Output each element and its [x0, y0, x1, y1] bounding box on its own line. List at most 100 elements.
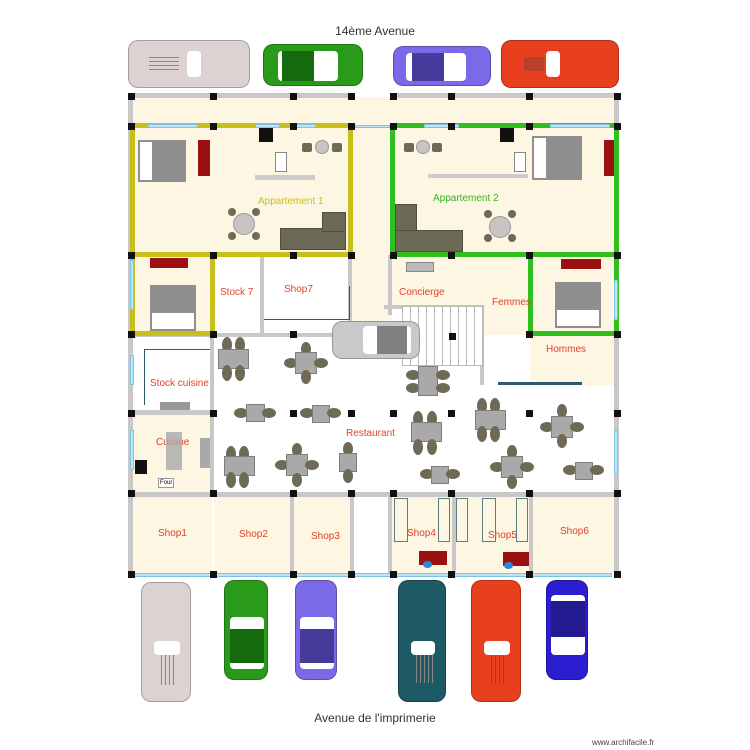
post: [390, 571, 397, 578]
car-bottom-1: [141, 582, 191, 702]
window: [130, 430, 134, 470]
wall: [290, 495, 294, 575]
chair: [332, 143, 342, 152]
post: [526, 490, 533, 497]
car-bottom-6: [546, 580, 588, 680]
chair: [508, 234, 516, 242]
wall: [529, 495, 533, 575]
chair: [477, 426, 487, 442]
chair: [520, 462, 534, 472]
post: [128, 490, 135, 497]
post: [210, 123, 217, 130]
chair: [305, 460, 319, 470]
post: [526, 93, 533, 100]
post: [210, 571, 217, 578]
chair: [404, 143, 414, 152]
post: [448, 123, 455, 130]
chair: [507, 475, 517, 489]
wall: [388, 255, 392, 315]
chair: [432, 143, 442, 152]
post: [290, 410, 297, 417]
bed: [555, 282, 601, 328]
shelf: [482, 498, 496, 542]
post: [128, 331, 135, 338]
sink-icon: [514, 152, 526, 172]
wall: [128, 93, 354, 98]
post: [526, 252, 533, 259]
chair: [484, 234, 492, 242]
chair-icon: [504, 562, 513, 569]
car-bottom-2: [224, 580, 268, 680]
apartment-2-wall: [390, 123, 618, 128]
hommes-room: [530, 335, 614, 385]
wardrobe: [561, 259, 601, 269]
wardrobe: [150, 258, 188, 268]
top-corridor-right: [392, 97, 614, 125]
chair: [490, 398, 500, 414]
post: [390, 490, 397, 497]
car-top-1: [128, 40, 250, 88]
apartment-2-wall: [390, 252, 618, 257]
post: [210, 490, 217, 497]
car-inside: [332, 321, 420, 359]
dining-table: [315, 140, 329, 154]
hommes-counter: [498, 382, 582, 385]
post: [526, 331, 533, 338]
post: [210, 410, 217, 417]
window: [614, 280, 618, 320]
counter: [255, 175, 315, 180]
post: [348, 490, 355, 497]
chair: [235, 337, 245, 353]
car-top-4: [501, 40, 619, 88]
window: [132, 573, 612, 577]
chair: [234, 408, 248, 418]
shelf: [394, 498, 408, 542]
post: [210, 252, 217, 259]
window: [354, 125, 390, 128]
restaurant-table: [418, 366, 438, 396]
wall: [210, 255, 214, 495]
chair: [275, 460, 289, 470]
chair: [427, 411, 437, 427]
post: [390, 252, 397, 259]
car-bottom-4: [398, 580, 446, 702]
post: [128, 123, 135, 130]
post: [448, 571, 455, 578]
dining-table: [416, 140, 430, 154]
shop3-room: [294, 495, 352, 573]
wall: [452, 495, 456, 575]
post: [290, 490, 297, 497]
chair: [262, 408, 276, 418]
stove-icon: [259, 128, 273, 142]
chair: [222, 365, 232, 381]
chair: [563, 465, 577, 475]
chair: [300, 408, 314, 418]
restaurant-label: Restaurant: [346, 428, 395, 439]
round-table: [489, 216, 511, 238]
post: [614, 123, 621, 130]
wall: [128, 410, 214, 415]
post: [526, 410, 533, 417]
chair: [427, 439, 437, 455]
chair: [484, 210, 492, 218]
wall: [350, 495, 354, 575]
post: [290, 123, 297, 130]
post: [614, 571, 621, 578]
post: [128, 252, 135, 259]
stock-7-label: Stock 7: [220, 287, 254, 298]
top-corridor-left: [132, 97, 352, 125]
chair: [327, 408, 341, 418]
shelf: [456, 498, 468, 542]
shop7-counter: [264, 286, 350, 320]
bottom-street-label: Avenue de l'imprimerie: [314, 711, 436, 725]
chair: [343, 442, 353, 456]
femmes-label: Femmes: [492, 297, 531, 308]
car-bottom-3: [295, 580, 337, 680]
post: [348, 93, 355, 100]
oven-label: Four: [158, 478, 175, 488]
chair: [490, 462, 504, 472]
chair: [436, 383, 450, 393]
post: [290, 571, 297, 578]
wall: [128, 333, 353, 337]
sink-icon: [275, 152, 287, 172]
